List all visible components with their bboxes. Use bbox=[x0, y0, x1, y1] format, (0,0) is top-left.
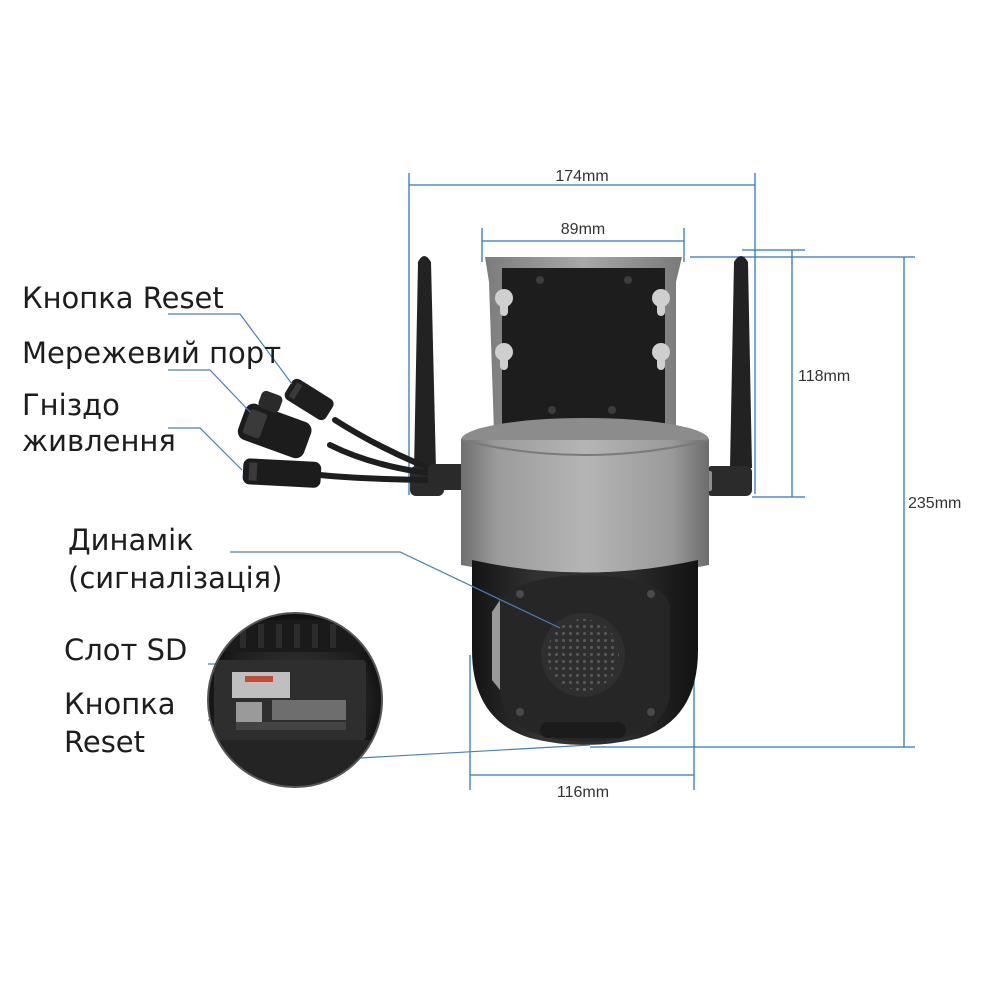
callout-power-jack-line1: Гніздо bbox=[22, 388, 120, 422]
leader-inset bbox=[359, 744, 591, 759]
callout-power-jack-line2: живлення bbox=[22, 424, 176, 458]
dim-89-label: 89mm bbox=[561, 221, 605, 238]
keyhole-slots bbox=[495, 289, 670, 370]
dim-235-label: 235mm bbox=[908, 495, 961, 512]
leader-network-port bbox=[168, 369, 251, 413]
leader-reset-top bbox=[168, 313, 293, 385]
callout-reset-bottom-line2: Reset bbox=[64, 725, 146, 759]
mounting-plate bbox=[485, 257, 682, 432]
upper-housing bbox=[460, 418, 710, 578]
dim-116-label: 116mm bbox=[557, 784, 609, 801]
cable-connectors bbox=[237, 378, 468, 490]
ptz-body bbox=[472, 560, 698, 745]
sd-slot-inset bbox=[207, 612, 383, 788]
callout-reset-bottom-line1: Кнопка bbox=[64, 687, 176, 721]
screw-holes bbox=[536, 276, 632, 414]
dimension-lines bbox=[408, 173, 915, 790]
callout-speaker-line2: (сигналізація) bbox=[68, 561, 283, 595]
leader-speaker bbox=[230, 551, 561, 629]
dim-174-label: 174mm bbox=[555, 168, 608, 185]
callout-network-port: Мережевий порт bbox=[22, 336, 282, 370]
callout-sd-slot: Слот SD bbox=[64, 633, 188, 667]
speaker-icon bbox=[541, 613, 625, 697]
dim-118-label: 118mm bbox=[798, 368, 850, 385]
callout-speaker-line1: Динамік bbox=[68, 523, 194, 557]
callout-reset-button: Кнопка Reset bbox=[22, 281, 224, 315]
leader-power bbox=[168, 427, 243, 471]
